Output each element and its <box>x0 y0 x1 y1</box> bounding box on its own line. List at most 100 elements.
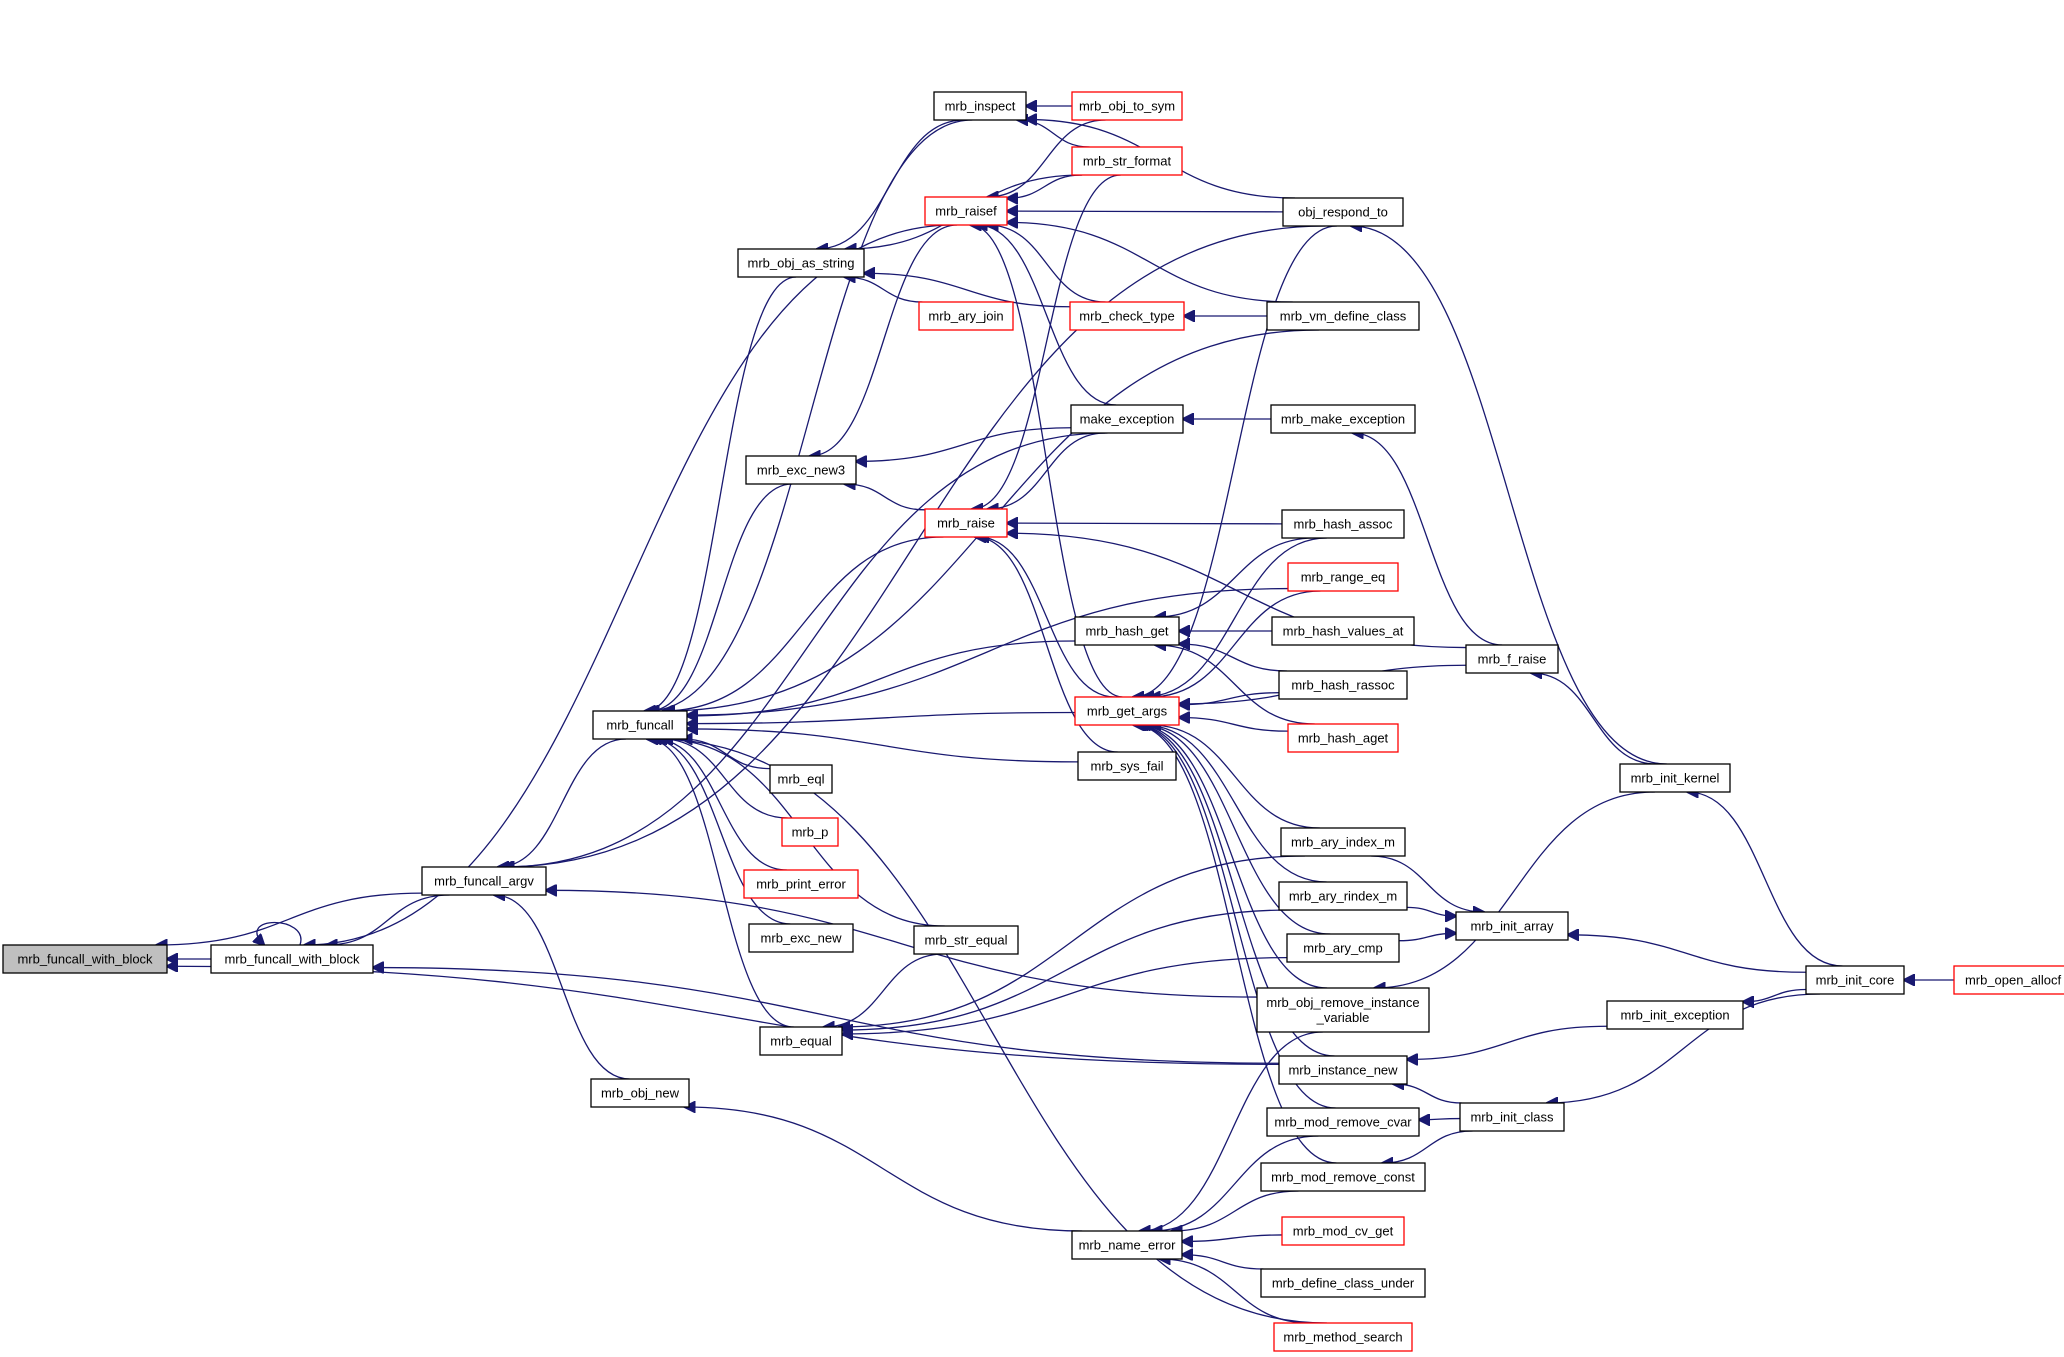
node-checktype[interactable]: mrb_check_type <box>1069 301 1185 331</box>
node-modremoveconst[interactable]: mrb_mod_remove_const <box>1260 1162 1426 1192</box>
node-modremovecvar[interactable]: mrb_mod_remove_cvar <box>1266 1107 1420 1137</box>
node-box <box>1459 1102 1565 1132</box>
node-modcvget[interactable]: mrb_mod_cv_get <box>1281 1216 1405 1246</box>
node-instancenew[interactable]: mrb_instance_new <box>1278 1055 1408 1085</box>
edge-inspect-to-objasstring <box>817 119 965 249</box>
edge-initkernel-to-objrespond <box>1351 226 1667 765</box>
node-box <box>1606 1000 1744 1030</box>
node-excnew3[interactable]: mrb_exc_new3 <box>745 455 857 485</box>
node-objrespond[interactable]: obj_respond_to <box>1282 197 1404 227</box>
edge-hashassoc-to-raise <box>1007 523 1283 524</box>
node-defineclassunder[interactable]: mrb_define_class_under <box>1260 1268 1426 1298</box>
node-excnew[interactable]: mrb_exc_new <box>748 923 854 953</box>
node-box <box>924 196 1008 226</box>
edge-defineclassunder-to-nameerror <box>1182 1255 1264 1270</box>
node-box <box>743 869 859 899</box>
node-box <box>1071 1230 1183 1260</box>
node-objasstring[interactable]: mrb_obj_as_string <box>737 248 865 278</box>
edge-objnew-to-argv <box>494 895 630 1080</box>
node-aryrindex[interactable]: mrb_ary_rindex_m <box>1278 881 1408 911</box>
node-raisef[interactable]: mrb_raisef <box>924 196 1008 226</box>
node-initkernel[interactable]: mrb_init_kernel <box>1619 763 1731 793</box>
node-eql[interactable]: mrb_eql <box>769 764 833 794</box>
edge-nameerror-to-objnew <box>685 1107 1083 1232</box>
node-arycmp[interactable]: mrb_ary_cmp <box>1286 933 1400 963</box>
node-hashvaluesat[interactable]: mrb_hash_values_at <box>1271 616 1415 646</box>
node-objremove[interactable]: mrb_obj_remove_instance_variable <box>1256 987 1430 1033</box>
node-printerror[interactable]: mrb_print_error <box>743 869 859 899</box>
node-label: mrb_make_exception <box>1281 412 1405 427</box>
node-funcall[interactable]: mrb_funcall <box>592 710 688 740</box>
node-p[interactable]: mrb_p <box>781 817 839 847</box>
node-box <box>1069 301 1185 331</box>
node-hashget[interactable]: mrb_hash_get <box>1074 616 1180 646</box>
edge-argv-to-fwb <box>326 894 450 945</box>
node-label: obj_respond_to <box>1298 205 1388 220</box>
node-objnew[interactable]: mrb_obj_new <box>590 1078 690 1108</box>
node-label: mrb_str_equal <box>924 933 1007 948</box>
node-box <box>759 1026 843 1056</box>
node-box <box>210 944 374 974</box>
edge-raisef-to-excnew3 <box>810 224 958 456</box>
edge-initcore-to-initclass <box>1547 993 1820 1103</box>
node-openallocf[interactable]: mrb_open_allocf <box>1953 965 2064 995</box>
node-hashaget[interactable]: mrb_hash_aget <box>1287 723 1399 753</box>
node-label: mrb_obj_to_sym <box>1079 99 1175 114</box>
node-box <box>769 764 833 794</box>
node-vmdefine[interactable]: mrb_vm_define_class <box>1266 301 1420 331</box>
node-initarray[interactable]: mrb_init_array <box>1455 911 1569 941</box>
node-label: mrb_instance_new <box>1288 1063 1398 1078</box>
node-hashassoc[interactable]: mrb_hash_assoc <box>1281 509 1405 539</box>
edge-hashaget-to-hashget <box>1155 645 1315 725</box>
node-makeexc[interactable]: make_exception <box>1070 404 1184 434</box>
edge-aryindex-to-equal <box>839 855 1305 1027</box>
node-label: mrb_hash_aget <box>1298 731 1389 746</box>
node-initexception[interactable]: mrb_init_exception <box>1606 1000 1744 1030</box>
node-label: mrb_str_format <box>1083 154 1172 169</box>
node-rangeeq[interactable]: mrb_range_eq <box>1287 562 1399 592</box>
node-inspect[interactable]: mrb_inspect <box>933 91 1027 121</box>
node-strformat[interactable]: mrb_str_format <box>1071 146 1183 176</box>
node-label: mrb_init_array <box>1470 919 1554 934</box>
node-nameerror[interactable]: mrb_name_error <box>1071 1230 1183 1260</box>
node-fwb[interactable]: mrb_funcall_with_block <box>210 944 374 974</box>
node-strequal[interactable]: mrb_str_equal <box>913 925 1019 955</box>
node-label: mrb_ary_rindex_m <box>1289 889 1397 904</box>
node-box <box>737 248 865 278</box>
node-label: mrb_method_search <box>1283 1330 1402 1345</box>
node-label: mrb_mod_cv_get <box>1293 1224 1394 1239</box>
edge-objremove-to-argv <box>546 890 1258 998</box>
edge-rangeeq-to-getargs <box>1150 590 1321 697</box>
edge-makeexc-to-argv <box>503 432 1108 867</box>
node-initclass[interactable]: mrb_init_class <box>1459 1102 1565 1132</box>
node-label: _variable <box>1316 1010 1370 1025</box>
node-root[interactable]: mrb_funcall_with_block <box>2 944 168 974</box>
node-objtosym[interactable]: mrb_obj_to_sym <box>1071 91 1183 121</box>
edge-instancenew-to-fwb <box>373 968 1280 1064</box>
node-box <box>1074 616 1180 646</box>
edge-arycmp-to-equal <box>842 956 1288 1034</box>
node-box <box>421 866 547 896</box>
node-label: mrb_get_args <box>1087 704 1168 719</box>
node-mrbmakeexc[interactable]: mrb_make_exception <box>1270 404 1416 434</box>
node-hashrassoc[interactable]: mrb_hash_rassoc <box>1278 670 1408 700</box>
node-equal[interactable]: mrb_equal <box>759 1026 843 1056</box>
node-syserr[interactable]: mrb_sys_fail <box>1077 751 1177 781</box>
node-argv[interactable]: mrb_funcall_argv <box>421 866 547 896</box>
node-label: mrb_vm_define_class <box>1280 309 1407 324</box>
node-initcore[interactable]: mrb_init_core <box>1805 965 1905 995</box>
node-aryindex[interactable]: mrb_ary_index_m <box>1280 827 1406 857</box>
node-label: mrb_funcall <box>606 718 673 733</box>
node-fraise[interactable]: mrb_f_raise <box>1465 644 1559 674</box>
node-label: mrb_raisef <box>935 204 997 219</box>
node-box <box>1260 1268 1426 1298</box>
node-methodsearch[interactable]: mrb_method_search <box>1273 1322 1413 1352</box>
edge-methodsearch-to-funcall <box>656 739 1327 1324</box>
node-aryjoin[interactable]: mrb_ary_join <box>918 301 1014 331</box>
node-label: mrb_range_eq <box>1301 570 1386 585</box>
node-box <box>1071 146 1183 176</box>
node-getargs[interactable]: mrb_get_args <box>1074 696 1180 726</box>
node-box <box>1455 911 1569 941</box>
node-label: mrb_ary_join <box>928 309 1003 324</box>
node-raise[interactable]: mrb_raise <box>924 508 1008 538</box>
